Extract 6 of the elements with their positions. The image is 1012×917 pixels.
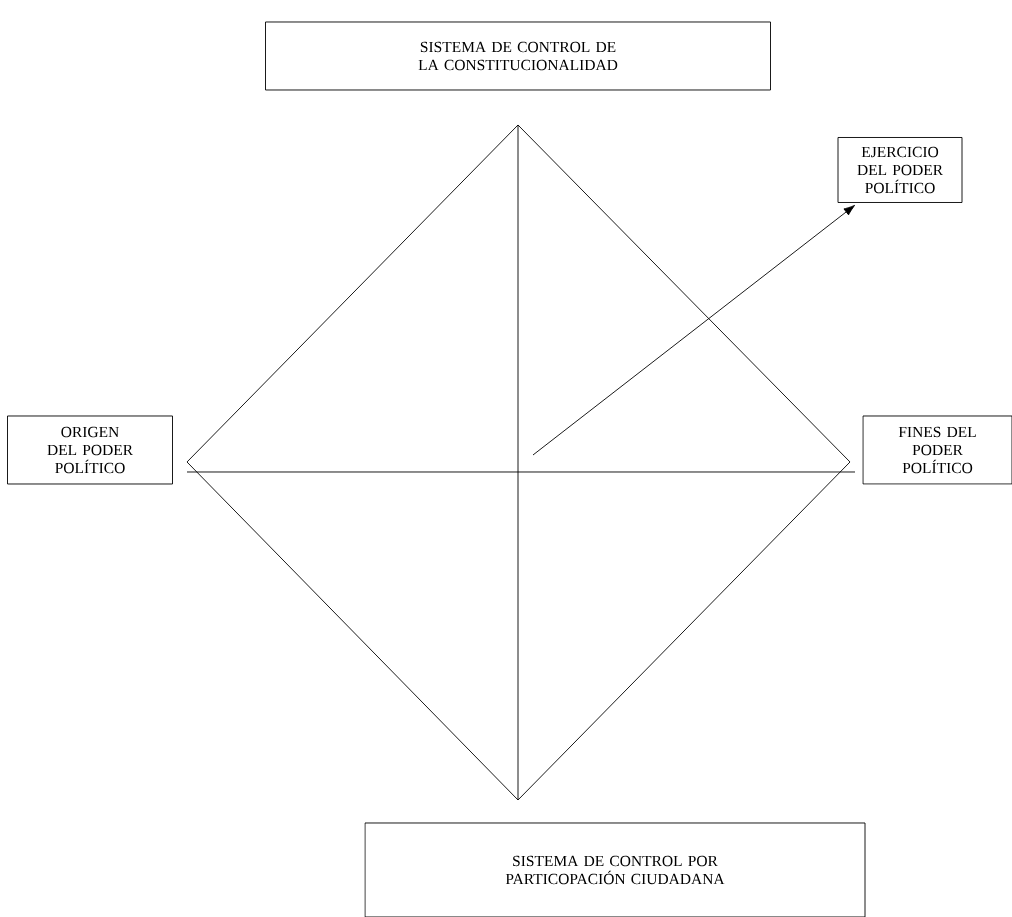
arrow [532,204,856,456]
text-box: SISTEMA DE CONTROL POR PARTICOPACIÓN CIUDADANA [364,822,866,917]
text-box: SISTEMA DE CONTROL DE LA CONSTITUCIONALIDAD [265,21,771,91]
text-box: ORIGEN DEL PODER POLÍTICO [7,415,173,485]
text-box: FINES DEL PODER POLÍTICO [862,415,1012,485]
text-box: EJERCICIO DEL PODER POLÍTICO [837,137,963,203]
